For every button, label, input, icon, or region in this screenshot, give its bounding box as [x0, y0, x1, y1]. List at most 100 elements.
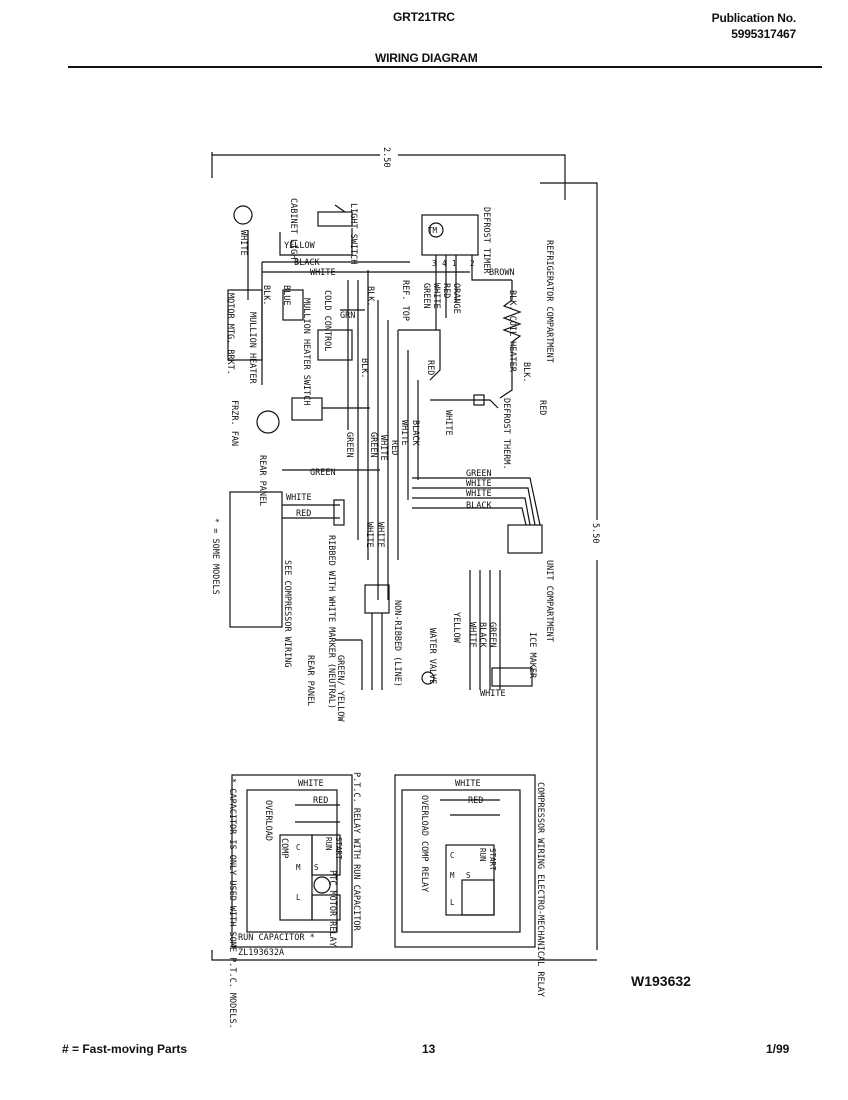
em-relay-box	[461, 879, 495, 916]
label-ptc-comp: COMP	[279, 838, 289, 858]
defrost-therm-wire	[430, 399, 499, 409]
label-non-ribbed: NON-RIBBED (LINE)	[392, 600, 402, 687]
unit-connector	[507, 524, 543, 554]
ptc-inner	[246, 789, 338, 933]
label-cold-grn: GRN	[340, 311, 355, 321]
wire-black-unit	[412, 507, 527, 526]
label-defrost-timer: DEFROST TIMER	[481, 207, 491, 274]
label-defrost-therm: DEFROST THERM.	[501, 398, 511, 470]
label-green-yellow: GREEN/ YELLOW	[335, 655, 345, 722]
label-terminal-2: 2	[470, 259, 475, 268]
label-white-top: WHITE	[310, 268, 336, 278]
label-white-compressor: WHITE	[286, 493, 312, 503]
label-red-harness: RED	[389, 440, 399, 455]
label-unit-compartment: UNIT COMPARTMENT	[544, 560, 554, 642]
defrost-therm-body	[473, 394, 485, 406]
label-mullion-heater: MULLION HEATER	[247, 312, 257, 385]
label-green-rear: GREEN	[344, 432, 354, 458]
label-coil-heater: BLK. COIL HEATER	[507, 290, 517, 373]
label-em-white: WHITE	[455, 779, 481, 789]
label-mullion-blk: BLK.	[261, 285, 271, 305]
label-green-ice: GREEN	[487, 622, 497, 648]
label-yellow-valve: YELLOW	[451, 612, 461, 644]
label-ptc-doc-number: ZL193632A	[238, 948, 284, 958]
label-motor-bracket: MOTOR MTG. BRKT.	[225, 293, 235, 375]
footer-page-number: 13	[422, 1042, 436, 1056]
label-timer-motor: TM	[428, 226, 438, 235]
label-terminal-1: 1	[452, 259, 457, 268]
label-cabinet-light: CABINET LIGHT	[288, 198, 298, 265]
section-title: WIRING DIAGRAM	[375, 51, 478, 65]
label-timer-white: WHITE	[431, 283, 441, 309]
label-water-valve: WATER VALVE	[427, 628, 437, 684]
wire-green-unit	[412, 477, 541, 526]
label-ice-maker: ICE MAKER	[527, 632, 537, 679]
footer-legend: # = Fast-moving Parts	[62, 1042, 188, 1056]
label-black-harness: BLACK	[410, 420, 420, 446]
label-coil-blk: BLK.	[521, 362, 531, 382]
wire-red-timer	[398, 329, 441, 381]
label-white-ice-bottom: WHITE	[480, 689, 506, 699]
publication-label: Publication No.	[711, 11, 797, 25]
label-white-light: WHITE	[238, 230, 248, 256]
label-see-compressor: SEE COMPRESSOR WIRING	[282, 560, 292, 667]
ptc-start-run	[311, 834, 341, 876]
compressor-wiring-box	[229, 491, 283, 628]
label-em-run: RUN	[478, 848, 487, 862]
label-ptc-l: L	[296, 893, 301, 902]
ptc-overload	[279, 834, 313, 921]
schematic-wires	[211, 152, 598, 961]
label-therm-white: WHITE	[443, 410, 453, 436]
label-frzr-fan: FRZR. FAN	[229, 400, 239, 446]
defrost-timer-box	[421, 214, 479, 256]
light-switch-body	[317, 211, 353, 227]
label-blk-mid: BLK.	[359, 358, 369, 378]
label-coil-red: RED	[537, 400, 547, 415]
label-light-switch: LIGHT SWITCH	[348, 203, 358, 264]
label-ptc-relay-title: P.T.C. RELAY WITH RUN CAPACITOR	[351, 772, 361, 932]
cabinet-light-socket	[233, 205, 253, 225]
label-green-harness: GREEN	[368, 432, 378, 458]
wire-white-unit-2	[412, 497, 531, 526]
header-rule	[68, 66, 822, 68]
label-rear-panel: REAR PANEL	[257, 455, 267, 506]
em-inner	[401, 789, 521, 933]
footer-date: 1/99	[766, 1042, 790, 1056]
label-em-c: C	[450, 851, 455, 860]
ptc-thermistor	[313, 876, 331, 894]
label-ptc-motor-relay: PTC MOTOR RELAY	[327, 870, 337, 947]
label-refrigerator-compartment: REFRIGERATOR COMPARTMENT	[544, 240, 554, 363]
label-white-unit-2: WHITE	[466, 489, 492, 499]
label-run-capacitor: RUN CAPACITOR *	[238, 933, 315, 943]
timer-wire-2-brown	[471, 255, 512, 281]
dimension-right: 5.50	[590, 523, 600, 543]
ptc-motor-relay-box	[311, 894, 341, 921]
label-ref-top: REF. TOP	[400, 280, 410, 321]
label-compressor-wiring-em: COMPRESSOR WIRING ELECTRO-MECHANICAL REL…	[535, 782, 545, 997]
label-timer-red: RED	[441, 283, 451, 298]
coil-heater	[499, 280, 522, 399]
dimension-top: 2.50	[381, 147, 391, 167]
label-blk-blue: BLUE	[281, 285, 291, 305]
label-black-ice: BLACK	[477, 622, 487, 648]
label-em-l: L	[450, 898, 455, 907]
label-em-m: M	[450, 871, 455, 880]
label-capacitor-note: * CAPACITOR IS ONLY USED WITH SOME P.T.C…	[227, 778, 237, 1029]
dim-right-line-top	[540, 182, 598, 520]
label-timer-orange: ORANGE	[451, 283, 461, 314]
dim-top-line-right	[398, 154, 566, 200]
label-em-s: S	[466, 871, 471, 880]
label-red-compressor: RED	[296, 509, 311, 519]
mullion-switch	[282, 289, 304, 321]
label-white-harness: WHITE	[399, 420, 409, 446]
label-ptc-red: RED	[313, 796, 328, 806]
water-valve-coil	[421, 671, 435, 685]
label-white-ice: WHITE	[467, 622, 477, 648]
label-white-unit-1: WHITE	[466, 479, 492, 489]
power-cord-clamp	[364, 584, 390, 614]
label-red-mid: RED	[425, 360, 435, 375]
label-blk-harness: BLK.	[365, 286, 375, 306]
label-rear-panel-cord: REAR PANEL	[305, 655, 315, 706]
